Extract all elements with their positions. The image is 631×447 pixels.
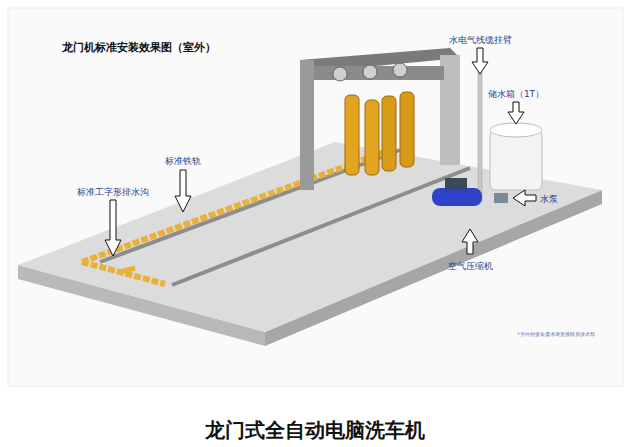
footnote: *另外的安装需求请直接联系技术部 (517, 331, 595, 337)
callout-label: 空气压缩机 (448, 260, 493, 273)
gantry-beam (314, 66, 444, 80)
brush (400, 92, 414, 167)
brush (365, 100, 379, 175)
callout-arrow (472, 48, 488, 74)
brush (345, 95, 359, 175)
cable-arm (478, 72, 482, 202)
callout-label: 标准工字形排水沟 (77, 186, 149, 199)
drain-channel (120, 268, 135, 272)
callout-label: 储水箱（1T） (488, 88, 544, 101)
diagram-title: 龙门机标准安装效果图（室外） (62, 40, 216, 55)
brush (382, 96, 396, 171)
callout-label: 标准铁轨 (165, 155, 201, 168)
rail (172, 168, 470, 285)
callout-arrow (513, 190, 536, 206)
callout-arrow (175, 170, 191, 212)
caption: 龙门式全自动电脑洗车机 (205, 417, 425, 444)
water-pump (494, 193, 508, 203)
gantry-wheel (333, 67, 347, 81)
air-compressor-motor (445, 178, 467, 190)
gantry-wheel (363, 65, 377, 79)
drain-channel (82, 152, 385, 262)
air-compressor (432, 188, 482, 206)
drain-channel (82, 262, 165, 284)
gantry-post (300, 60, 314, 190)
picture-ground (8, 8, 623, 386)
callout-arrow (105, 200, 121, 256)
callout-label: 水泵 (540, 193, 558, 206)
callout-label: 水电气线缆挂臂 (449, 34, 512, 47)
callout-arrow (462, 229, 478, 254)
callout-arrow (508, 102, 524, 124)
gantry-wheel (393, 63, 407, 77)
water-tank (490, 130, 542, 190)
water-tank-lid (490, 123, 542, 137)
